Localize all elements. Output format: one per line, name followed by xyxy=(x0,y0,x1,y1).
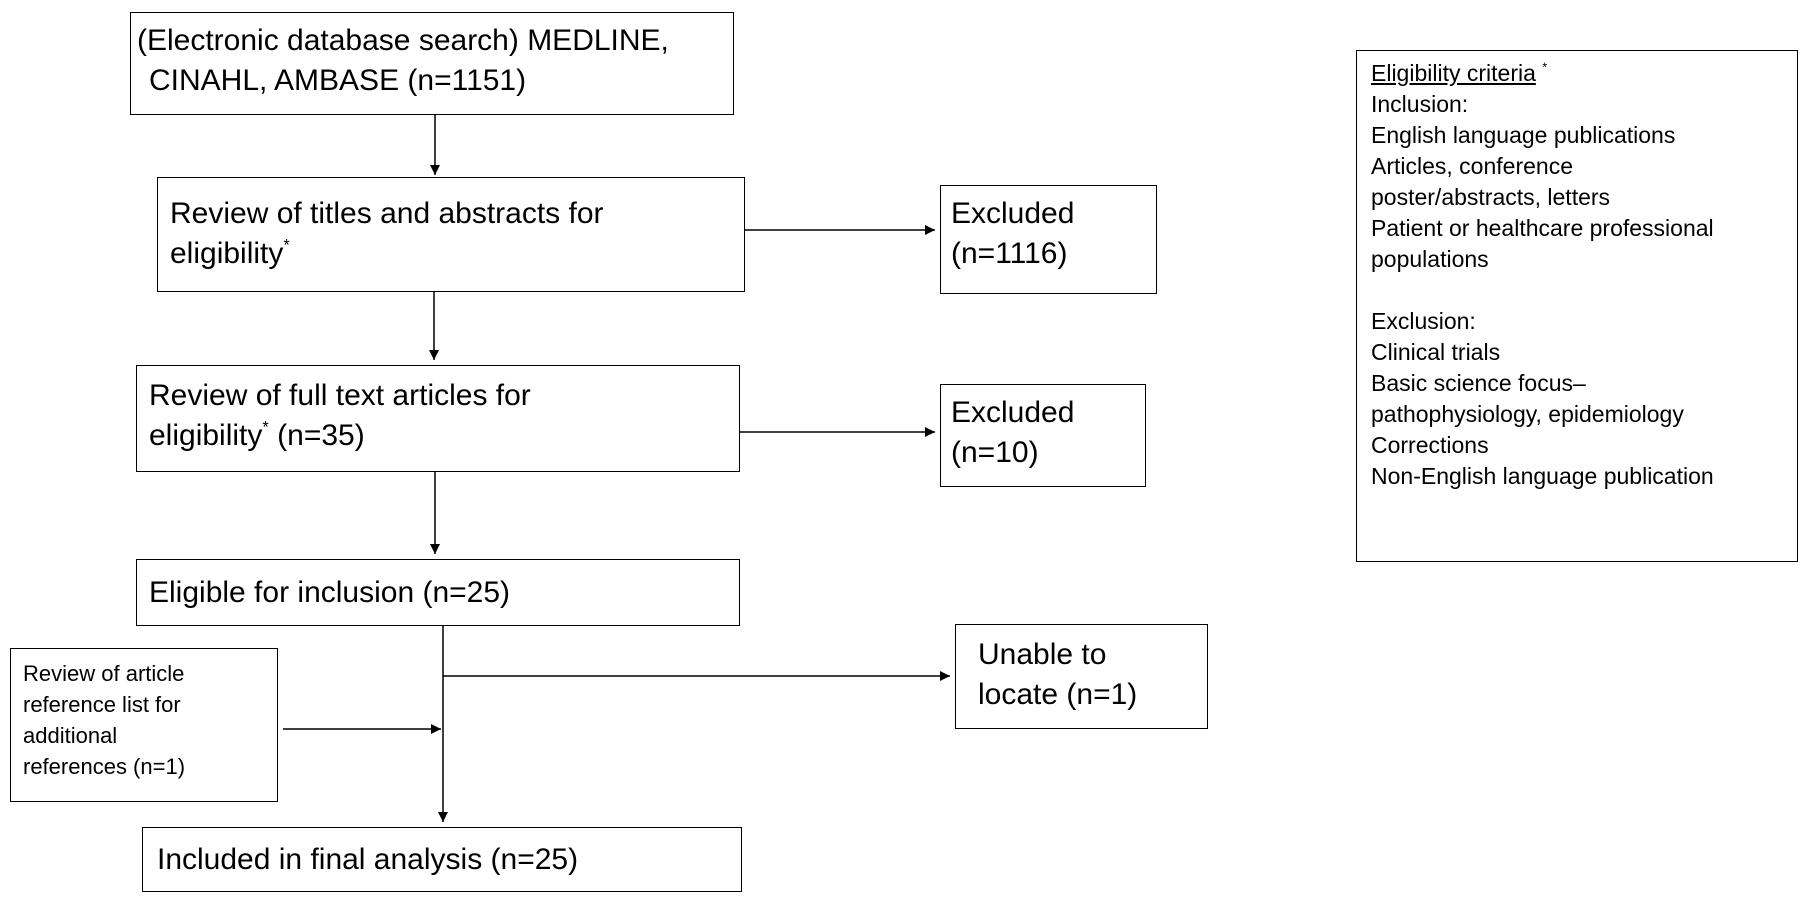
exclusion-item: pathophysiology, epidemiology xyxy=(1371,401,1684,427)
unable-to-locate-box: Unable to locate (n=1) xyxy=(955,624,1208,729)
title-review-line-1: Review of titles and abstracts for xyxy=(170,197,604,230)
inclusion-item: English language publications xyxy=(1371,122,1676,148)
inclusion-item: populations xyxy=(1371,246,1489,272)
exclusion-item: Corrections xyxy=(1371,432,1489,458)
included-text: Included in final analysis (n=25) xyxy=(157,843,579,876)
search-box: (Electronic database search) MEDLINE, CI… xyxy=(130,12,734,115)
inclusion-label: Inclusion: xyxy=(1371,91,1469,117)
asterisk-mark: * xyxy=(262,418,269,437)
reference-line-4: references (n=1) xyxy=(23,754,186,779)
excluded-titles-line-2: (n=1116) xyxy=(951,237,1068,270)
title-review-line-2: eligibility* xyxy=(170,236,290,270)
fulltext-review-line-1: Review of full text articles for xyxy=(149,379,531,412)
eligible-box: Eligible for inclusion (n=25) xyxy=(136,559,740,626)
spacer xyxy=(1371,275,1797,306)
eligibility-criteria-box: Eligibility criteria * Inclusion: Englis… xyxy=(1356,50,1798,562)
fulltext-review-line-2: eligibility* (n=35) xyxy=(149,418,365,452)
search-line-2: CINAHL, AMBASE (n=1151) xyxy=(149,64,527,97)
reference-review-box: Review of article reference list for add… xyxy=(10,648,278,802)
excluded-fulltext-line-1: Excluded xyxy=(951,396,1075,429)
asterisk-mark: * xyxy=(1542,60,1548,75)
criteria-heading: Eligibility criteria * xyxy=(1371,60,1548,86)
search-line-1: (Electronic database search) MEDLINE, xyxy=(137,24,669,57)
reference-line-1: Review of article xyxy=(23,661,185,686)
exclusion-item: Basic science focus– xyxy=(1371,370,1586,396)
reference-line-2: reference list for xyxy=(23,692,181,717)
unable-line-1: Unable to xyxy=(978,638,1107,671)
eligible-text: Eligible for inclusion (n=25) xyxy=(149,576,511,609)
unable-line-2: locate (n=1) xyxy=(978,678,1138,711)
inclusion-item: Articles, conference xyxy=(1371,153,1573,179)
inclusion-item: poster/abstracts, letters xyxy=(1371,184,1611,210)
exclusion-item: Clinical trials xyxy=(1371,339,1501,365)
exclusion-label: Exclusion: xyxy=(1371,308,1476,334)
asterisk-mark: * xyxy=(283,236,290,255)
fulltext-review-box: Review of full text articles for eligibi… xyxy=(136,365,740,472)
excluded-titles-line-1: Excluded xyxy=(951,197,1075,230)
excluded-fulltext-box: Excluded (n=10) xyxy=(940,384,1146,487)
exclusion-item: Non-English language publication xyxy=(1371,463,1714,489)
excluded-titles-box: Excluded (n=1116) xyxy=(940,185,1157,294)
inclusion-item: Patient or healthcare professional xyxy=(1371,215,1714,241)
title-review-box: Review of titles and abstracts for eligi… xyxy=(157,177,745,292)
included-box: Included in final analysis (n=25) xyxy=(142,827,742,892)
reference-line-3: additional xyxy=(23,723,118,748)
excluded-fulltext-line-2: (n=10) xyxy=(951,436,1039,469)
